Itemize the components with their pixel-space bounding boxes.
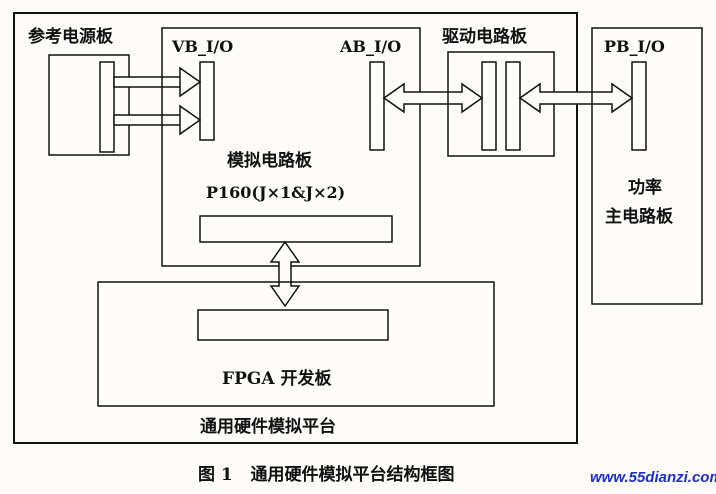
power-board-label-2: 主电路板 [605, 206, 674, 227]
power-board-label-1: 功率 [628, 177, 662, 198]
reference-board-label: 参考电源板 [28, 26, 114, 47]
driver-connector-right [505, 61, 521, 151]
platform-frame [13, 12, 578, 444]
vb-io-label: VB_I/O [171, 37, 233, 56]
pb-connector [631, 61, 647, 151]
ab-driver-arrow [382, 82, 484, 114]
pb-io-label: PB_I/O [604, 37, 665, 56]
p160-label: P160(J×1&J×2) [206, 183, 345, 202]
platform-label: 通用硬件模拟平台 [200, 416, 336, 437]
reference-connector [99, 61, 115, 153]
fpga-connector [197, 309, 389, 341]
driver-board-label: 驱动电路板 [442, 26, 528, 47]
figure-caption: 图 1 通用硬件模拟平台结构框图 [198, 464, 455, 485]
reference-board-box [48, 54, 130, 156]
ab-io-label: AB_I/O [339, 37, 401, 56]
analog-board-label: 模拟电路板 [227, 150, 313, 171]
vb-connector [199, 61, 215, 141]
watermark: www.55dianzi.com [590, 469, 716, 486]
analog-fpga-arrow [269, 240, 301, 308]
fpga-board-box [97, 281, 495, 407]
vb-arrows [113, 66, 202, 136]
p160-connector [199, 215, 393, 243]
driver-connector-left [481, 61, 497, 151]
ab-connector [369, 61, 385, 151]
power-board-box [591, 27, 703, 305]
fpga-board-label: FPGA 开发板 [222, 368, 332, 389]
